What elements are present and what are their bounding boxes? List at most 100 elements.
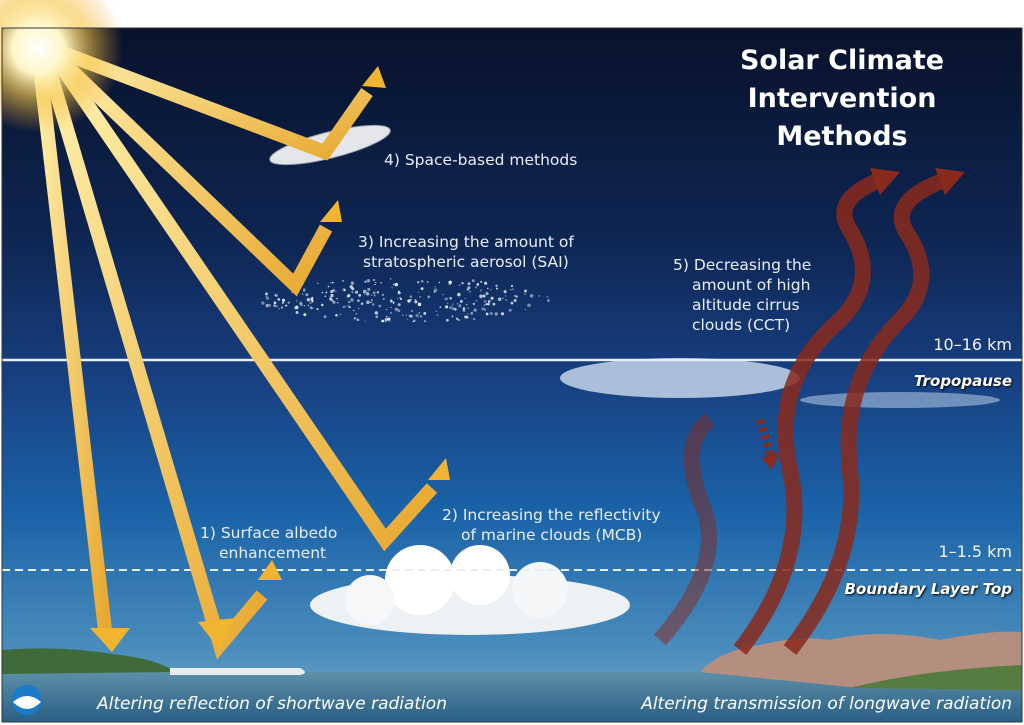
aerosol-particle: [482, 294, 486, 298]
aerosol-particle: [287, 301, 291, 304]
aerosol-particle: [364, 320, 366, 322]
aerosol-particle: [327, 285, 330, 288]
aerosol-particle: [332, 289, 335, 292]
cirrus-streak: [800, 392, 1000, 408]
aerosol-particle: [485, 312, 489, 316]
boundary-altitude: 1–1.5 km: [938, 542, 1012, 561]
aerosol-particle: [489, 311, 493, 316]
aerosol-particle: [420, 279, 424, 283]
aerosol-particle: [446, 318, 449, 322]
aerosol-particle: [494, 312, 498, 316]
aerosol-particle: [342, 280, 344, 282]
aerosol-particle: [360, 302, 364, 305]
sun: [0, 0, 123, 133]
aerosol-particle: [394, 282, 399, 287]
aerosol-particle: [420, 287, 424, 291]
method-5-line-4: clouds (CCT): [692, 316, 791, 334]
aerosol-particle: [385, 308, 388, 311]
aerosol-particle: [409, 314, 413, 318]
aerosol-particle: [500, 312, 505, 316]
aerosol-particle: [409, 298, 412, 301]
aerosol-particle: [301, 293, 304, 295]
aerosol-particle: [456, 303, 459, 305]
aerosol-particle: [303, 313, 307, 317]
aerosol-particle: [392, 301, 395, 304]
tropopause-altitude: 10–16 km: [933, 335, 1012, 354]
aerosol-particle: [277, 298, 281, 301]
aerosol-particle: [510, 288, 512, 291]
aerosol-particle: [451, 307, 455, 310]
aerosol-particle: [448, 280, 452, 285]
longwave-arrows: [653, 172, 948, 655]
aerosol-particle: [390, 299, 392, 302]
aerosol-particle: [317, 282, 319, 284]
method-4-label: 4) Space-based methods: [384, 150, 577, 170]
arrowheads: [90, 66, 450, 652]
aerosol-particle: [373, 294, 376, 297]
aerosol-particle: [414, 300, 418, 304]
aerosol-particle: [397, 297, 399, 300]
footer-longwave: Altering transmission of longwave radiat…: [641, 694, 1012, 714]
aerosol-particle: [390, 306, 393, 309]
aerosol-particle: [347, 304, 350, 307]
aerosol-particle: [485, 292, 489, 296]
aerosol-particle: [350, 281, 355, 285]
cirrus-cloud: [560, 358, 800, 398]
aerosol-particle: [492, 302, 496, 306]
aerosol-particle: [480, 289, 483, 292]
aerosol-particle: [335, 290, 337, 293]
aerosol-particle: [265, 296, 270, 300]
aerosol-particle: [364, 280, 367, 283]
aerosol-particle: [438, 281, 441, 284]
aerosol-particle: [442, 293, 444, 296]
aerosol-particle: [495, 284, 498, 287]
aerosol-particle: [347, 294, 351, 297]
method-5-line-2: amount of high: [692, 276, 811, 294]
aerosol-particle: [381, 319, 385, 323]
aerosol-particle: [467, 307, 469, 309]
aerosol-particle: [546, 295, 549, 298]
aerosol-particle: [367, 287, 371, 291]
aerosol-particle: [490, 296, 494, 300]
aerosol-particle: [357, 299, 360, 302]
aerosol-particle: [445, 305, 449, 309]
aerosol-particle: [436, 314, 439, 317]
aerosol-particle: [316, 308, 319, 311]
aerosol-particle: [371, 299, 373, 302]
aerosol-particle: [465, 303, 468, 306]
aerosol-particle: [490, 289, 492, 291]
aerosol-particle: [278, 308, 281, 310]
aerosol-particle: [419, 296, 421, 298]
aerosol-particle: [268, 303, 272, 307]
aerosol-particle: [299, 302, 303, 307]
aerosol-particle: [418, 303, 420, 305]
aerosol-particle: [342, 288, 346, 292]
aerosol-particle: [265, 303, 269, 308]
marine-cloud: [310, 545, 630, 635]
aerosol-particle: [295, 305, 299, 310]
aerosol-particle: [336, 297, 338, 300]
boundary-layer-label: Boundary Layer Top: [844, 580, 1012, 598]
method-2-label: 2) Increasing the reflectivity of marine…: [442, 505, 661, 545]
aerosol-particle: [452, 303, 454, 305]
aerosol-particle: [524, 308, 527, 311]
aerosol-particle: [391, 287, 393, 289]
tropopause-label: Tropopause: [914, 372, 1012, 390]
aerosol-particle: [339, 313, 341, 316]
aerosol-particle: [449, 297, 452, 300]
aerosol-particle: [389, 320, 391, 323]
aerosol-particle: [355, 290, 359, 294]
aerosol-particle: [418, 311, 421, 314]
aerosol-particle: [471, 279, 475, 283]
aerosol-particle: [372, 278, 376, 282]
aerosol-particle: [423, 320, 427, 323]
aerosol-particle: [457, 292, 461, 297]
aerosol-particle: [459, 299, 463, 303]
aerosol-particle: [484, 281, 488, 285]
method-5-line-1: 5) Decreasing the: [673, 256, 812, 274]
aerosol-particle: [512, 288, 514, 290]
aerosol-cloud: [261, 278, 550, 323]
aerosol-particle: [433, 288, 438, 292]
aerosol-particle: [433, 290, 436, 293]
aerosol-particle: [483, 304, 486, 307]
